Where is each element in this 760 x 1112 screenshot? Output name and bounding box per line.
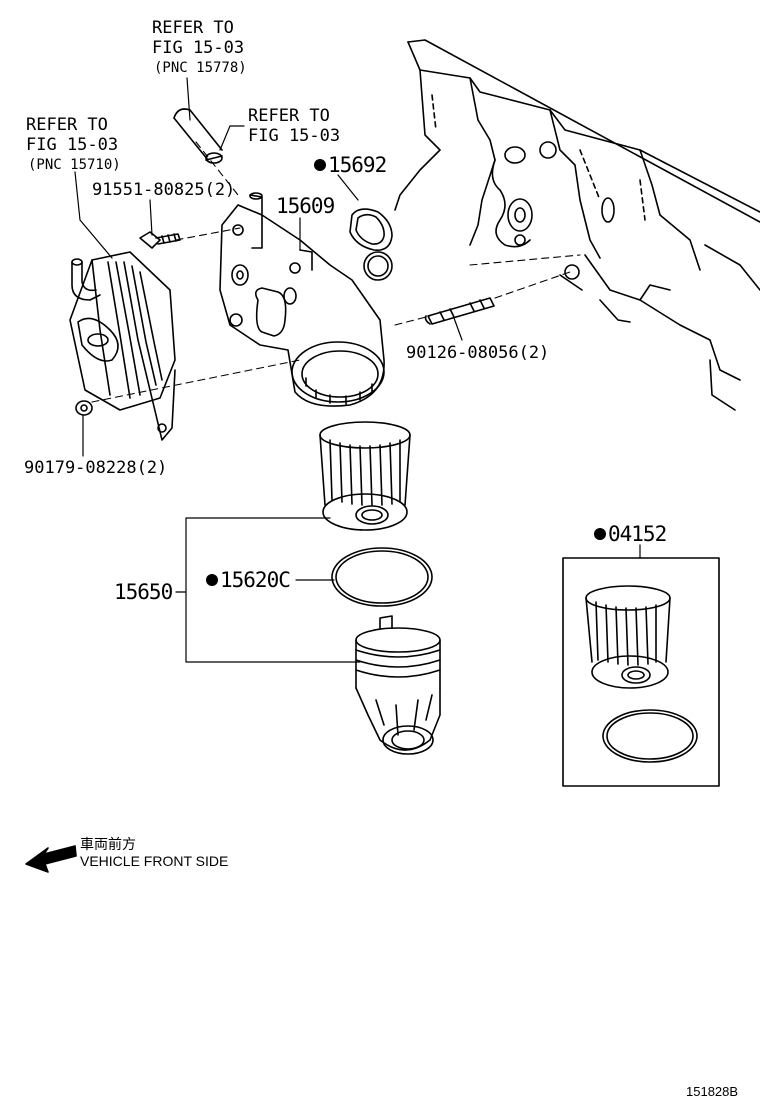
filter-element-part xyxy=(319,421,411,531)
filter-cap-part xyxy=(355,615,441,755)
oil-cooler-part xyxy=(69,251,176,441)
part-label-kit-wrap: 04152 xyxy=(594,522,667,546)
ref-left-line3: (PNC 15710) xyxy=(28,157,121,173)
stud-part xyxy=(424,297,495,325)
bolt-part xyxy=(139,231,181,249)
ref-top-line1: REFER TO xyxy=(152,18,234,38)
alignment-lines xyxy=(91,141,581,403)
direction-label-japanese: 車両前方 xyxy=(80,836,136,852)
kit-box xyxy=(562,557,720,787)
direction-label-english: VEHICLE FRONT SIDE xyxy=(80,853,229,869)
ref-top-line3: (PNC 15778) xyxy=(154,60,247,76)
ref-left-line1: REFER TO xyxy=(26,115,108,135)
ref-mid-line1: REFER TO xyxy=(248,106,330,126)
part-label-housing: 15609 xyxy=(276,194,335,218)
new-part-bullet-icon xyxy=(594,528,606,540)
engine-block-outline xyxy=(394,39,760,411)
front-direction-arrow xyxy=(25,845,77,873)
ref-mid-line2: FIG 15-03 xyxy=(248,126,341,146)
housing-part xyxy=(219,192,385,407)
ref-left-line2: FIG 15-03 xyxy=(26,135,119,155)
part-label-gasket-wrap: 15692 xyxy=(314,153,387,177)
new-part-bullet-icon xyxy=(314,159,326,171)
part-label-filter-assembly: 15650 xyxy=(114,580,173,604)
part-label-gasket: 15692 xyxy=(328,153,387,177)
part-label-o-ring: 15620C xyxy=(220,568,291,592)
nut-part xyxy=(75,400,93,416)
part-label-o-ring-wrap: 15620C xyxy=(206,568,291,592)
o-ring-part xyxy=(331,547,433,607)
gasket-part xyxy=(349,208,393,281)
figure-id: 151828B xyxy=(686,1084,739,1099)
ref-top-line2: FIG 15-03 xyxy=(152,38,245,58)
leader-lines xyxy=(74,77,641,663)
part-label-nut: 90179-08228(2) xyxy=(24,458,168,478)
part-label-kit: 04152 xyxy=(608,522,667,546)
part-label-stud: 90126-08056(2) xyxy=(406,343,550,363)
part-label-bolt: 91551-80825(2) xyxy=(92,180,236,200)
new-part-bullet-icon xyxy=(206,574,218,586)
hose-part xyxy=(173,108,223,164)
